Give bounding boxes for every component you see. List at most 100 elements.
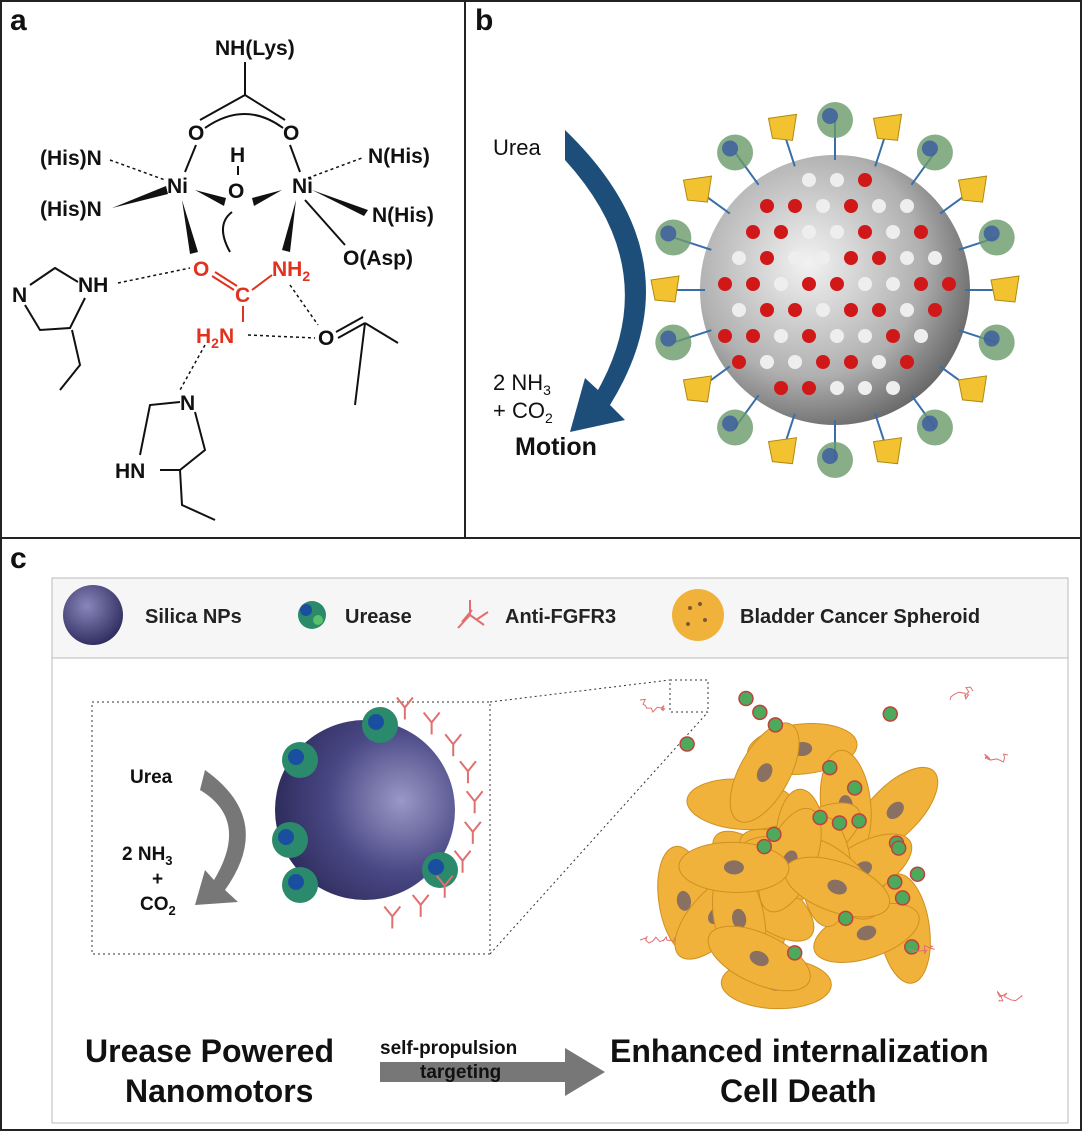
pore-dot	[914, 277, 928, 291]
attack-arrow	[222, 211, 233, 253]
panel-c: c Silica NPs Urease Anti-FGFR3 Bladder C…	[10, 542, 1069, 1124]
reaction-arrow	[565, 130, 646, 432]
urease-cluster	[288, 749, 304, 765]
legend-spheroid: Bladder Cancer Spheroid	[740, 606, 980, 628]
urease-protein	[822, 108, 838, 124]
pore-dot	[816, 199, 830, 213]
pore-dot	[886, 329, 900, 343]
nanomotor	[756, 838, 773, 855]
cyclodextrin	[957, 375, 988, 403]
pore-dot	[816, 355, 830, 369]
nanomotor	[831, 815, 848, 831]
wedge-bonds	[195, 190, 282, 206]
pore-dot	[914, 225, 928, 239]
nickel-2: Ni	[292, 175, 313, 198]
pore-dot	[844, 251, 858, 265]
cancer-cell	[678, 841, 790, 893]
inset-plus: +	[152, 869, 163, 890]
pore-dot	[774, 225, 788, 239]
oxygen-label: O	[188, 122, 204, 145]
title-nanomotors: Nanomotors	[125, 1073, 313, 1109]
pore-dot	[760, 355, 774, 369]
cyclodextrin	[990, 275, 1020, 303]
nanomotor	[851, 813, 867, 829]
nanomotor	[766, 826, 782, 843]
pore-dot	[774, 381, 788, 395]
pore-dots	[718, 173, 956, 395]
pore-dot	[802, 381, 816, 395]
pore-dot	[900, 251, 914, 265]
pore-dot	[900, 303, 914, 317]
pore-dot	[830, 225, 844, 239]
nanomotor	[837, 910, 854, 927]
antibody	[411, 894, 430, 917]
pore-dot	[872, 355, 886, 369]
nanomotor	[752, 704, 768, 721]
zoom-lines	[489, 679, 709, 955]
pore-dot	[844, 199, 858, 213]
his-ligand: (His)N	[40, 198, 102, 221]
nanomotor-surface	[272, 696, 484, 929]
urease-protein	[983, 330, 1000, 347]
delocalized-bond	[204, 113, 284, 129]
antibody	[383, 905, 402, 929]
imidazole-n: N	[12, 284, 27, 307]
nanomotor	[890, 840, 907, 856]
urease-cluster	[278, 829, 294, 845]
pore-dot	[732, 303, 746, 317]
urease-protein	[822, 448, 838, 464]
urease-protein	[722, 415, 739, 432]
hashed-bonds	[109, 157, 363, 181]
motor-trajectory	[984, 753, 1008, 763]
pore-dot	[802, 225, 816, 239]
products-co2: + CO2	[493, 398, 553, 426]
motion-label: Motion	[515, 433, 597, 461]
his-ligand: N(His)	[372, 204, 434, 227]
urea-carbon: C	[235, 284, 250, 307]
pore-dot	[774, 329, 788, 343]
pore-dot	[858, 329, 872, 343]
his-ligand: (His)N	[40, 147, 102, 170]
nanomotor	[882, 706, 899, 722]
antibody	[422, 711, 441, 735]
nanomotor-sphere	[275, 720, 455, 900]
acetone-bonds	[335, 316, 399, 406]
motor-trajectory	[997, 990, 1023, 1002]
pore-dot	[914, 329, 928, 343]
nanomotor	[679, 736, 695, 752]
urease-protein	[660, 225, 677, 242]
urease-cluster	[368, 714, 384, 730]
motor-trajectory	[639, 698, 666, 713]
hydrogen-label: H	[230, 144, 245, 167]
pore-dot	[844, 303, 858, 317]
nanomotor	[812, 809, 828, 826]
inset-urea: Urea	[130, 767, 173, 788]
cell-nucleus	[856, 925, 877, 941]
panel-b: b Urea 2 NH3 + CO2 Motion	[475, 4, 1020, 478]
nanomotor	[894, 890, 911, 906]
urease-cluster	[288, 874, 304, 890]
nanomotor	[886, 874, 903, 890]
pore-dot	[732, 251, 746, 265]
pore-dot	[746, 329, 760, 343]
pore-dot	[872, 251, 886, 265]
nanomotor	[738, 690, 754, 707]
pore-dot	[928, 303, 942, 317]
pore-dot	[858, 277, 872, 291]
antibody	[444, 733, 463, 757]
cell-nucleus	[756, 763, 773, 782]
cell-nucleus	[827, 879, 847, 895]
nanomotor	[767, 717, 784, 733]
legend-antibody: Anti-FGFR3	[505, 606, 616, 628]
pore-dot	[718, 329, 732, 343]
nanomotor	[904, 939, 920, 955]
inset-nh3: 2 NH3	[122, 844, 173, 868]
inset-co2: CO2	[140, 894, 176, 918]
urease-protein	[983, 225, 1000, 242]
pore-dot	[760, 199, 774, 213]
label-self-propulsion: self-propulsion	[380, 1038, 517, 1059]
pore-dot	[788, 199, 802, 213]
antibody	[465, 790, 484, 814]
